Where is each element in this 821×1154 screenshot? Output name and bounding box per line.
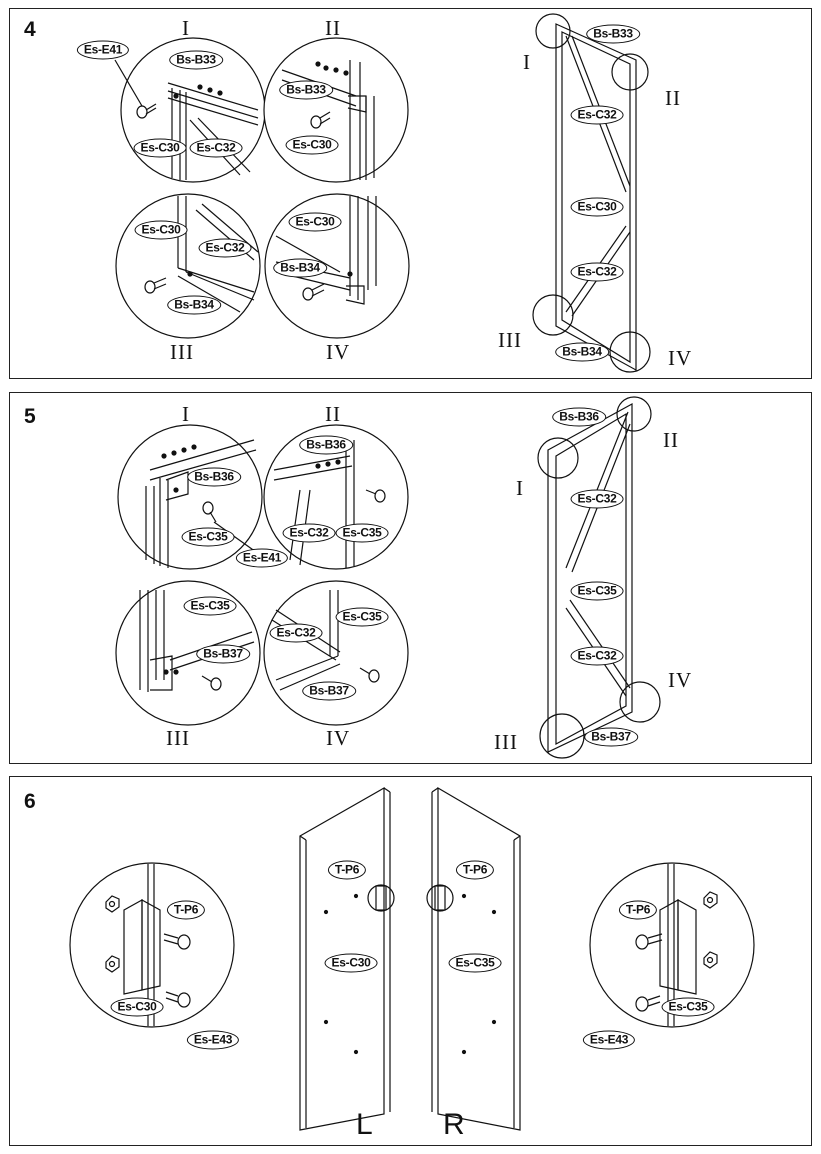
callout-label: Es-C35 xyxy=(448,953,502,973)
screw-icon xyxy=(302,283,325,301)
frame-5-III-label: III xyxy=(494,730,518,754)
callout-label: Es-C30 xyxy=(285,135,339,155)
panel-L xyxy=(299,786,395,1131)
callout-label: Es-E41 xyxy=(235,548,289,568)
callout-label: T-P6 xyxy=(618,900,658,920)
callout-label: Bs-B37 xyxy=(302,681,356,701)
detail-5-II-label: II xyxy=(325,402,341,426)
callout-label: Bs-B37 xyxy=(196,644,250,664)
screw-icon xyxy=(359,667,380,683)
nut-icon xyxy=(703,951,718,969)
panel-R-label: R xyxy=(443,1108,465,1141)
step-6-number: 6 xyxy=(24,790,36,813)
callout-label: Es-C32 xyxy=(189,138,243,158)
screw-icon xyxy=(635,933,663,950)
screw-icon xyxy=(635,995,661,1012)
panel-R xyxy=(426,786,521,1131)
callout-label: Es-E41 xyxy=(76,40,130,60)
callout-label: T-P6 xyxy=(455,860,495,880)
callout-label: Es-C32 xyxy=(282,523,336,543)
frame-5-IV-label: IV xyxy=(668,668,693,692)
callout-label: Bs-B34 xyxy=(167,295,221,315)
callout-label: Bs-B33 xyxy=(279,80,333,100)
detail-5-III-label: III xyxy=(166,726,190,750)
screw-icon xyxy=(202,501,217,523)
callout-label: Es-C32 xyxy=(269,623,323,643)
detail-5-I-label: I xyxy=(182,402,190,426)
callout-label: Es-C35 xyxy=(570,581,624,601)
detail-4-II-label: II xyxy=(325,16,341,40)
detail-4-I-label: I xyxy=(182,16,190,40)
callout-label: Es-C30 xyxy=(288,212,342,232)
callout-label: Es-C35 xyxy=(183,596,237,616)
callout-label: Es-C32 xyxy=(570,262,624,282)
callout-label: Es-E43 xyxy=(186,1030,240,1050)
callout-label: Bs-B36 xyxy=(187,467,241,487)
callout-label: Es-C35 xyxy=(335,523,389,543)
detail-5-IV-label: IV xyxy=(326,726,351,750)
callout-label: Es-C30 xyxy=(110,997,164,1017)
detail-5-III-circle xyxy=(115,580,261,726)
callout-label: Es-C35 xyxy=(181,527,235,547)
callout-label: Bs-B34 xyxy=(273,258,327,278)
nut-icon xyxy=(105,955,120,973)
panel-L-label: L xyxy=(356,1108,373,1141)
callout-label: T-P6 xyxy=(166,900,206,920)
nut-icon xyxy=(703,891,718,909)
callout-label: Bs-B36 xyxy=(299,435,353,455)
callout-label: Es-C30 xyxy=(133,138,187,158)
callout-label: Es-C32 xyxy=(570,646,624,666)
callout-label: Bs-B36 xyxy=(552,407,606,427)
step-4-number: 4 xyxy=(24,18,36,41)
screw-icon xyxy=(365,489,386,503)
callout-label: Bs-B33 xyxy=(586,24,640,44)
frame-4-I-label: I xyxy=(523,50,531,74)
screw-icon xyxy=(201,675,222,691)
screw-icon xyxy=(163,933,191,950)
callout-label: Es-C35 xyxy=(661,997,715,1017)
nut-icon xyxy=(105,895,120,913)
screw-icon xyxy=(165,991,191,1008)
frame-4-IV-label: IV xyxy=(668,346,693,370)
callout-label: Es-C30 xyxy=(570,197,624,217)
detail-4-IV-label: IV xyxy=(326,340,351,364)
callout-label: Bs-B34 xyxy=(555,342,609,362)
detail-4-III-label: III xyxy=(170,340,194,364)
frame-4-II-label: II xyxy=(665,86,681,110)
callout-label: Es-C32 xyxy=(198,238,252,258)
frame-5-II-label: II xyxy=(663,428,679,452)
callout-label: T-P6 xyxy=(327,860,367,880)
callout-label: Es-E43 xyxy=(582,1030,636,1050)
screw-icon xyxy=(310,111,331,129)
screw-icon xyxy=(144,277,167,294)
callout-label: Es-C35 xyxy=(335,607,389,627)
step-5-number: 5 xyxy=(24,405,36,428)
callout-label: Es-C30 xyxy=(134,220,188,240)
frame-4-III-label: III xyxy=(498,328,522,352)
callout-label: Es-C32 xyxy=(570,105,624,125)
callout-label: Bs-B37 xyxy=(584,727,638,747)
callout-label: Es-C32 xyxy=(570,489,624,509)
callout-label: Bs-B33 xyxy=(169,50,223,70)
callout-label: Es-C30 xyxy=(324,953,378,973)
frame-5-I-label: I xyxy=(516,476,524,500)
